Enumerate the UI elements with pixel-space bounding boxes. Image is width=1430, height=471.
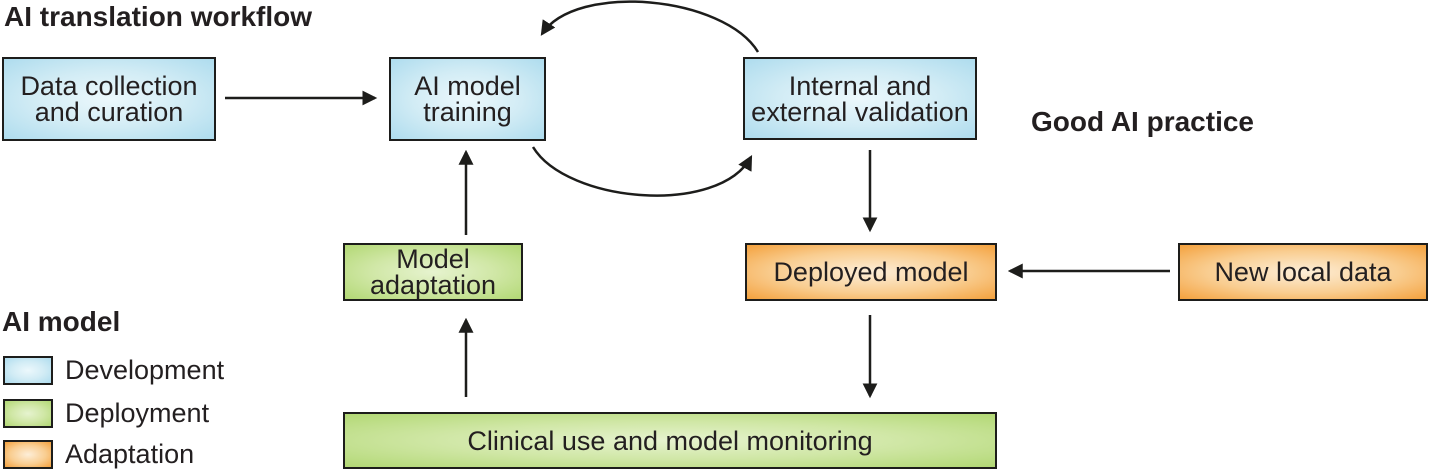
legend-swatch-development — [3, 356, 53, 385]
box-model-adaptation: Model adaptation — [343, 243, 523, 301]
box-ai-model-training: AI model training — [389, 57, 546, 141]
legend-label-adaptation: Adaptation — [65, 439, 195, 469]
legend-swatch-adaptation — [3, 440, 53, 469]
legend-label-deployment: Deployment — [65, 398, 210, 428]
legend-item-development: Development — [3, 356, 224, 385]
legend-heading: AI model — [2, 306, 121, 337]
legend-item-deployment: Deployment — [3, 399, 209, 428]
legend-item-adaptation: Adaptation — [3, 440, 194, 469]
arrow-validation-to-training-arc — [540, 0, 760, 53]
box-deployed-model: Deployed model — [745, 243, 997, 301]
diagram-title: AI translation workflow — [4, 1, 313, 32]
arrow-training-to-validation-arc — [531, 146, 753, 197]
legend-swatch-deployment — [3, 399, 53, 428]
box-new-local-data: New local data — [1178, 243, 1428, 301]
legend-label-development: Development — [65, 355, 225, 385]
box-internal-external-validation: Internal and external validation — [743, 57, 977, 140]
box-clinical-use-monitoring: Clinical use and model monitoring — [343, 412, 997, 469]
good-ai-practice-label: Good AI practice — [1031, 106, 1255, 137]
box-data-collection: Data collection and curation — [2, 57, 216, 141]
